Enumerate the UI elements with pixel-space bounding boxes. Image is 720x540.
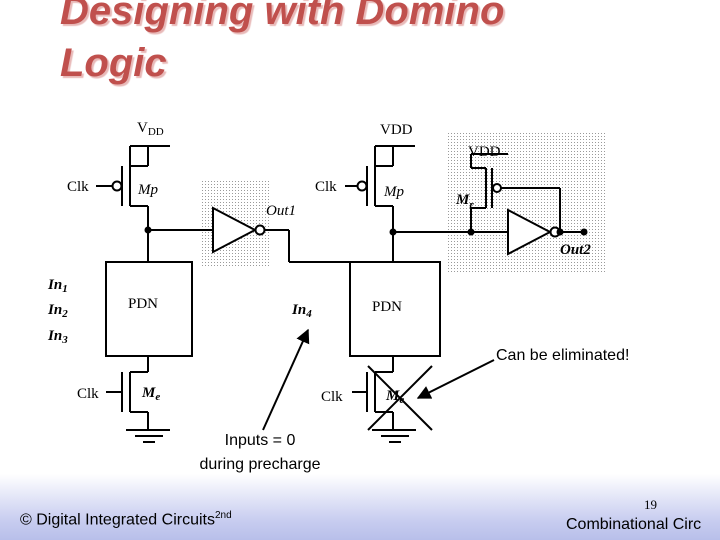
vdd3-label: VDD xyxy=(468,144,501,160)
node-dot-4 xyxy=(556,228,564,236)
shaded-keeper-region xyxy=(447,132,607,272)
out1-label: Out1 xyxy=(266,203,296,219)
vdd1-label: VDD xyxy=(137,120,164,138)
inputs-note-line1: Inputs = 0 xyxy=(225,432,296,449)
stage2-precharge-pmos xyxy=(345,145,415,232)
mp-label-2: Mp xyxy=(383,184,404,200)
stage1-pdn-box xyxy=(105,261,193,357)
page-number: 19 xyxy=(644,497,657,512)
footer-copyright: © Digital Integrated Circuits2nd xyxy=(20,510,232,529)
inverter2 xyxy=(507,208,553,256)
slide-title-line2: Logic xyxy=(60,41,167,85)
footer-edition: 2nd xyxy=(214,510,232,521)
in3-label: In3 xyxy=(47,328,68,346)
keeper-pmos-mr xyxy=(470,153,561,232)
stage2-evaluate-nmos xyxy=(352,356,394,430)
stage1-ground xyxy=(126,429,170,443)
stage2-pdn-box xyxy=(349,261,441,357)
inputs-note-line2: during precharge xyxy=(200,456,321,473)
mp-label-1: Mp xyxy=(137,182,158,198)
node-dot-3 xyxy=(467,228,475,236)
me-label-2: Me xyxy=(385,388,404,406)
in1-label: In1 xyxy=(47,277,68,295)
mr-label: Mr xyxy=(455,192,474,211)
in2-label: In2 xyxy=(47,302,68,320)
slide-footer-band xyxy=(0,474,720,540)
slide-title-line1: Designing with Domino xyxy=(60,0,505,33)
pdn-label-1: PDN xyxy=(128,296,158,312)
arrow-to-in4 xyxy=(262,328,310,431)
clk-label-1: Clk xyxy=(67,179,89,195)
clk-label-3: Clk xyxy=(77,386,99,402)
domino-circuit-diagram: VDD VDD VDD Clk Mp Clk Mp Out1 Mr Out2 P… xyxy=(47,120,629,473)
clk-label-2: Clk xyxy=(315,179,337,195)
node-dot-2 xyxy=(389,228,397,236)
pdn-label-2: PDN xyxy=(372,299,402,315)
vdd2-label: VDD xyxy=(380,122,413,138)
stage1-precharge-pmos xyxy=(96,145,170,230)
clk-label-4: Clk xyxy=(321,389,343,405)
inverter1 xyxy=(212,206,258,254)
footer-chapter: Combinational Circ xyxy=(566,516,702,533)
me-label-1: Me xyxy=(141,385,160,403)
node-dot-1 xyxy=(144,226,152,234)
node-dot-5 xyxy=(580,228,588,236)
in4-label: In4 xyxy=(291,302,312,320)
can-be-eliminated-note: Can be eliminated! xyxy=(496,347,629,364)
out2-label: Out2 xyxy=(560,242,591,258)
stage2-ground xyxy=(372,429,416,443)
arrow-to-me xyxy=(416,359,495,399)
stage1-evaluate-nmos xyxy=(106,356,149,430)
